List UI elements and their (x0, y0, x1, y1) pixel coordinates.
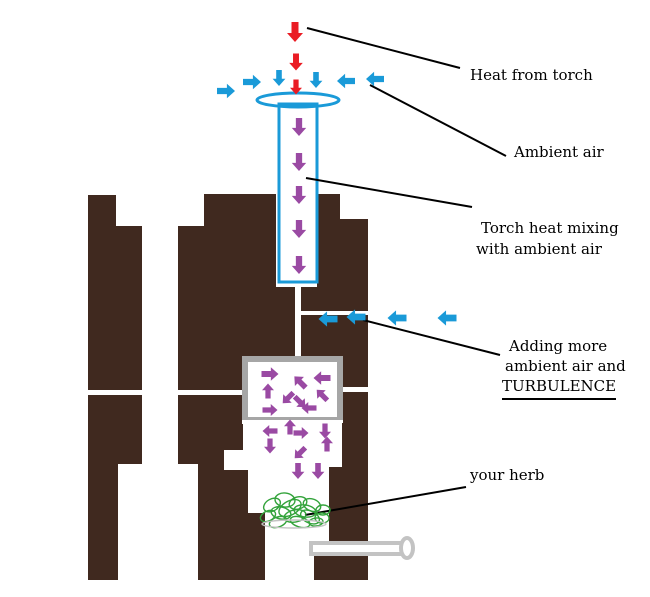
screen-pin (309, 536, 415, 560)
air-arrow-9 (437, 310, 457, 326)
air-arrow-2 (272, 70, 286, 86)
mix-arrow-22 (311, 463, 325, 479)
label-heat-from-torch: Heat from torch (470, 66, 593, 84)
label-adding-line1: Adding more (509, 337, 608, 355)
mix-arrow-16 (293, 427, 309, 439)
label-mixing-line1: Torch heat mixing (481, 219, 619, 237)
air-arrow-5 (366, 71, 384, 87)
mix-arrow-19 (290, 443, 310, 463)
air-arrow-4 (337, 73, 355, 89)
mix-arrow-18 (264, 438, 276, 454)
label-your-herb: your herb (470, 466, 545, 484)
turbulence-chamber (242, 356, 343, 423)
wooden-body (88, 194, 368, 580)
leader-lines (304, 27, 507, 516)
air-arrow-1 (243, 74, 261, 90)
air-arrow-3 (309, 72, 323, 88)
center-wood-right (301, 194, 368, 580)
left-wood-piece (88, 195, 142, 580)
label-ambient-air: Ambient air (514, 143, 604, 161)
herb-clump (259, 492, 331, 529)
center-wood-left (178, 194, 295, 580)
heat-arrow-0 (287, 22, 303, 42)
mix-arrow-14 (262, 425, 278, 437)
label-mixing-line2: with ambient air (476, 240, 602, 258)
air-arrow-0 (217, 83, 235, 99)
mix-arrow-21 (291, 463, 305, 479)
mix-arrow-17 (319, 423, 331, 439)
turbulence-text: TURBULENCE (502, 377, 617, 400)
heat-arrow-1 (289, 53, 303, 71)
tube-opening-ring (255, 91, 341, 109)
label-adding-line2: ambient air and (505, 357, 626, 375)
air-arrow-8 (387, 310, 407, 326)
mix-arrow-20 (321, 436, 333, 452)
label-turbulence: TURBULENCE (502, 377, 617, 400)
